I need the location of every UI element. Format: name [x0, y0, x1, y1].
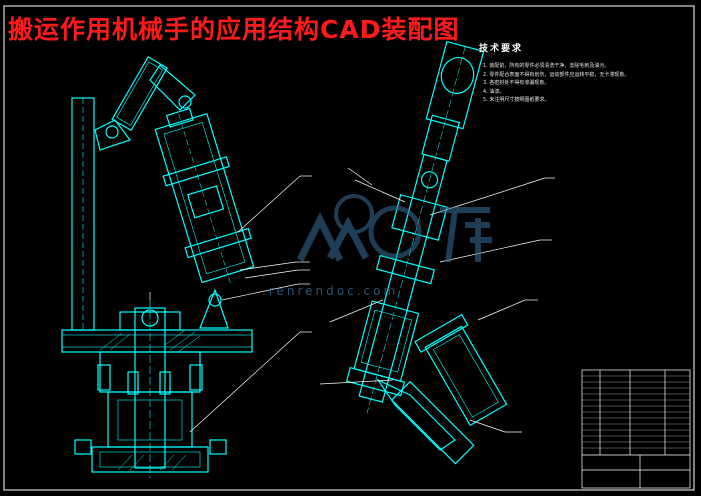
- tech-note: 3. 各密封处不得有渗漏现象。: [483, 80, 550, 86]
- tech-note: 4. 油漆。: [483, 88, 505, 95]
- tech-note: 2. 零件配合表面不得有划伤，运动部件应运转平稳，无卡滞现象。: [483, 71, 630, 78]
- title-block: [581, 369, 691, 489]
- watermark-logo: [296, 194, 492, 263]
- left-view: [61, 56, 255, 478]
- tech-note: 5. 未注明尺寸按照图纸要求。: [483, 97, 550, 103]
- bom-rows: [582, 375, 690, 449]
- vertical-column: [71, 97, 95, 331]
- right-view: [345, 40, 508, 465]
- left-leaders: [149, 175, 312, 433]
- base-plate: [61, 329, 253, 353]
- tech-requirements-notes: 1. 装配前，所有的零件必须清洗干净，去除毛刺及油污。 2. 零件配合表面不得有…: [483, 62, 629, 105]
- drawing-border: [3, 5, 695, 491]
- tilted-cylinder: [154, 107, 255, 287]
- watermark-text: .renrendoc.com: [262, 284, 399, 298]
- tech-note: 1. 装配前，所有的零件必须清洗干净，去除毛刺及油污。: [483, 63, 610, 69]
- drawing-title: 搬运作用机械手的应用结构CAD装配图: [8, 15, 460, 44]
- upper-arm: [111, 56, 168, 132]
- tech-requirements-heading: 技术要求: [479, 44, 524, 54]
- right-leaders: [319, 167, 555, 433]
